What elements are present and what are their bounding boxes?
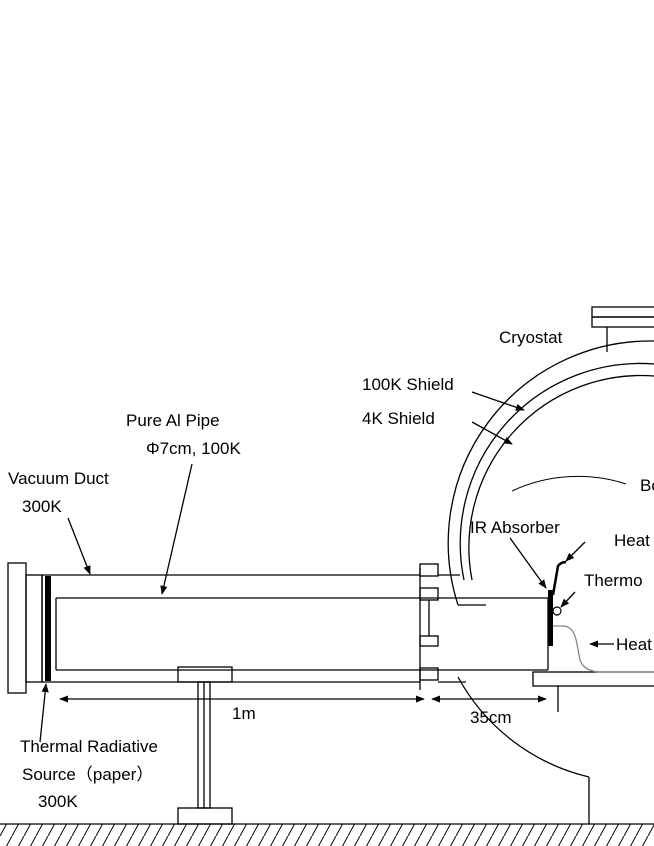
cold-stage: [532, 671, 654, 712]
distance-1m-label: 1m: [232, 704, 256, 723]
source-label-line2: Source（paper）: [22, 765, 153, 784]
vacuum-duct: [41, 563, 466, 690]
shield-4k: [468, 374, 654, 581]
duct-flange-left: [7, 562, 43, 694]
shield-4k-label: 4K Shield: [362, 409, 435, 428]
thermometer-label: Thermo: [584, 571, 643, 590]
vacuum-duct-label-line1: Vacuum Duct: [8, 469, 109, 488]
bolometer-label: Bo: [640, 476, 654, 495]
support-stand: [177, 666, 233, 825]
thermometer-sensor: [552, 606, 562, 616]
al-pipe-label-line1: Pure Al Pipe: [126, 411, 220, 430]
leader-arrows: [39, 391, 614, 743]
heater-2-label: Heat: [616, 635, 652, 654]
al-pipe-label-line2: Φ7cm, 100K: [146, 439, 241, 458]
shield-100k: [459, 362, 654, 581]
vacuum-duct-label-line2: 300K: [22, 497, 62, 516]
shield-100k-label: 100K Shield: [362, 375, 454, 394]
ir-absorber-label: IR Absorber: [470, 518, 560, 537]
cryostat-vessel: [447, 340, 654, 824]
heater-2-cable: [553, 625, 654, 673]
thermal-source-paper: [45, 576, 51, 681]
distance-35cm-label: 35cm: [470, 708, 512, 727]
cryostat-label: Cryostat: [499, 328, 563, 347]
cryostat-top-flange: [591, 306, 654, 352]
ir-absorber: [548, 590, 553, 646]
bolometer-curve: [511, 475, 627, 492]
heater-1-wire: [551, 560, 567, 596]
ground: [0, 823, 654, 846]
heater-1-label: Heat: [614, 531, 650, 550]
source-label-line3: 300K: [38, 792, 78, 811]
source-label-line1: Thermal Radiative: [20, 737, 158, 756]
al-pipe: [55, 587, 549, 671]
